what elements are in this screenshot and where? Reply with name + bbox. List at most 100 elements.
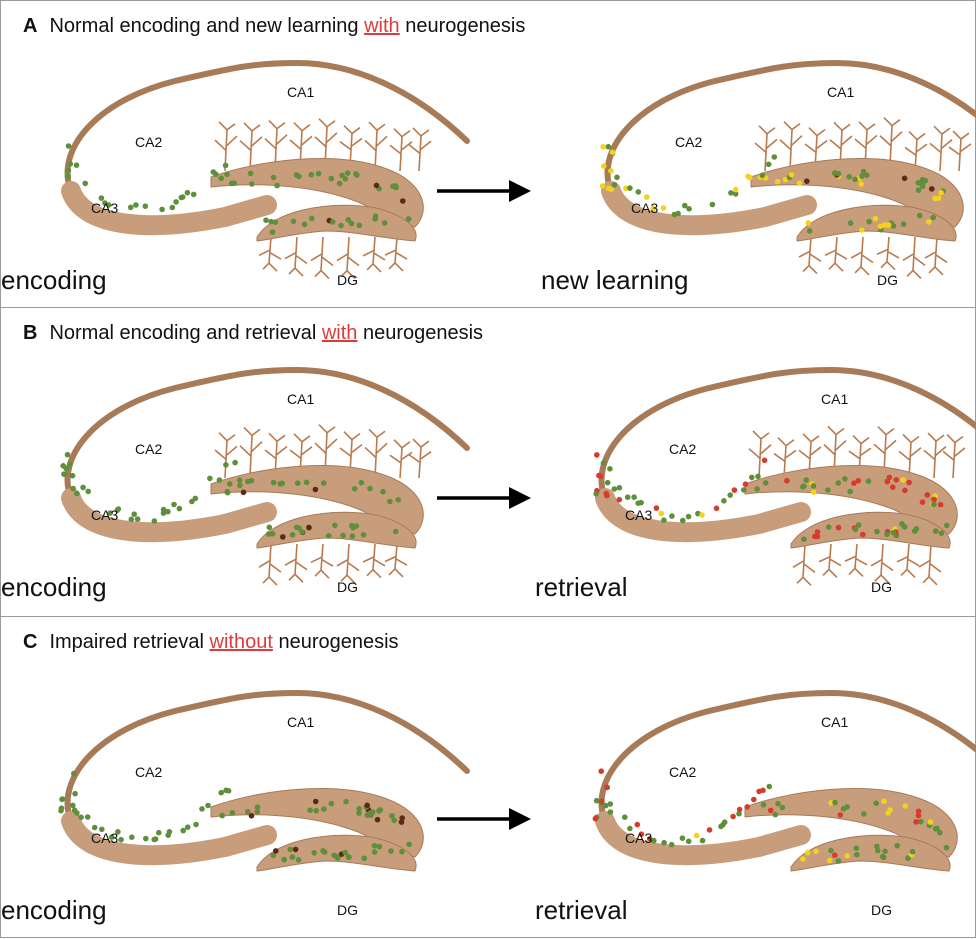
- cell: [920, 182, 926, 188]
- cell: [290, 532, 296, 538]
- ca3-label: CA3: [625, 507, 652, 523]
- cell: [730, 814, 736, 820]
- dendrite: [825, 237, 847, 271]
- cell: [920, 499, 926, 505]
- hippocampus: CA1CA2CA3DGencoding: [1, 370, 467, 602]
- cell: [631, 494, 637, 500]
- cell: [604, 785, 610, 791]
- cell: [598, 474, 604, 480]
- cell: [606, 144, 612, 150]
- cell: [881, 799, 887, 805]
- cell: [346, 217, 352, 223]
- cell: [894, 843, 900, 849]
- dg-label: DG: [871, 579, 892, 595]
- dendrite: [949, 131, 971, 171]
- cell: [362, 856, 368, 862]
- cell: [722, 819, 728, 825]
- cell: [213, 171, 219, 177]
- cell: [205, 803, 211, 809]
- cell: [625, 494, 631, 500]
- cell: [864, 172, 870, 178]
- cell: [306, 525, 312, 531]
- cell: [593, 491, 599, 497]
- cell: [694, 833, 700, 839]
- cell: [217, 477, 223, 483]
- ca2-label: CA2: [135, 764, 162, 780]
- cell: [364, 803, 370, 809]
- cell: [852, 177, 858, 183]
- cell: [766, 162, 772, 168]
- cell: [80, 485, 86, 491]
- dendrite: [363, 544, 385, 578]
- dendrite: [845, 544, 867, 576]
- cell: [65, 452, 71, 458]
- cell: [304, 480, 310, 486]
- cell: [661, 205, 667, 211]
- cell: [608, 801, 614, 807]
- ca2-label: CA2: [669, 764, 696, 780]
- cell: [406, 842, 412, 848]
- dg-label: DG: [871, 902, 892, 918]
- cell: [267, 525, 273, 531]
- cell: [732, 487, 738, 493]
- cell: [860, 532, 866, 538]
- cell: [332, 523, 338, 529]
- cell: [218, 176, 224, 182]
- cell: [309, 216, 315, 222]
- cell: [218, 790, 224, 796]
- cell: [377, 844, 383, 850]
- cell: [356, 806, 362, 812]
- cell: [880, 854, 886, 860]
- cell: [393, 529, 399, 535]
- cell: [721, 498, 727, 504]
- dendrite: [871, 544, 893, 583]
- panel-b: BNormal encoding and retrieval with neur…: [0, 307, 976, 617]
- ca2-label: CA2: [135, 134, 162, 150]
- cell: [780, 805, 786, 811]
- stage-caption: encoding: [1, 572, 107, 602]
- cell: [627, 185, 633, 191]
- cell: [744, 804, 750, 810]
- cell: [885, 479, 891, 485]
- cell: [874, 844, 880, 850]
- cell: [287, 847, 293, 853]
- ca1-label: CA1: [821, 714, 848, 730]
- dendrite: [311, 544, 333, 578]
- cell: [775, 801, 781, 807]
- cell: [784, 478, 790, 484]
- cell: [882, 849, 888, 855]
- cell: [85, 489, 91, 495]
- dendrite: [897, 544, 919, 577]
- cell: [329, 176, 335, 182]
- cell: [63, 466, 69, 472]
- stage-caption: retrieval: [535, 572, 627, 602]
- cell: [293, 847, 299, 853]
- cell: [365, 812, 371, 818]
- cell: [913, 819, 919, 825]
- dendrite: [259, 237, 281, 271]
- cell: [357, 223, 363, 229]
- cell: [661, 517, 667, 523]
- cell: [68, 161, 74, 167]
- cell: [331, 853, 337, 859]
- dendrite: [409, 439, 431, 478]
- hippocampus: CA1CA2CA3DGnew learning: [541, 63, 976, 295]
- cell: [395, 497, 401, 503]
- hippocampus: CA1CA2CA3DGencoding: [1, 63, 467, 295]
- cell: [388, 848, 394, 854]
- cell: [925, 492, 931, 498]
- cell: [170, 205, 176, 211]
- cell: [135, 516, 141, 522]
- cell: [263, 217, 269, 223]
- ca2-label: CA2: [669, 441, 696, 457]
- dendrite: [943, 435, 965, 478]
- cell: [680, 835, 686, 841]
- cell: [851, 480, 857, 486]
- cell: [832, 800, 838, 806]
- cell: [805, 850, 811, 856]
- cell: [854, 852, 860, 858]
- cell: [944, 523, 950, 529]
- cell: [801, 483, 807, 489]
- cell: [886, 222, 892, 228]
